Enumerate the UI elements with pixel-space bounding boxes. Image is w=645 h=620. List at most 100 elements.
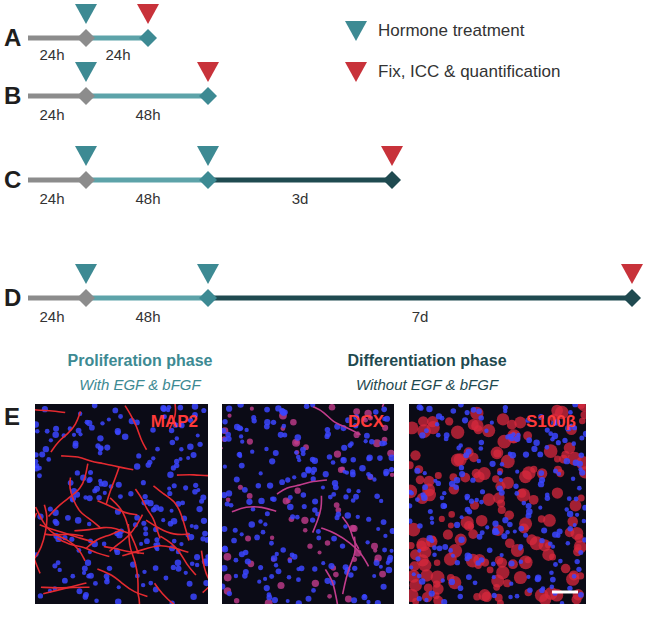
nucleus	[176, 566, 182, 572]
nucleus	[267, 592, 272, 597]
nucleus	[171, 518, 178, 525]
nucleus	[35, 421, 39, 428]
nucleus	[576, 567, 581, 572]
nucleus	[287, 504, 294, 511]
nucleus	[560, 601, 565, 604]
cell-stain	[334, 450, 341, 457]
neurite	[61, 456, 133, 470]
nucleus	[54, 520, 60, 526]
cell-stain	[416, 475, 425, 484]
cell-stain	[290, 419, 297, 426]
nucleus	[325, 427, 331, 433]
nucleus	[107, 417, 111, 421]
nucleus	[463, 452, 469, 458]
nucleus	[501, 533, 507, 539]
nucleus	[331, 536, 337, 542]
nucleus	[376, 527, 380, 531]
neurite	[135, 489, 160, 538]
nucleus	[492, 521, 498, 527]
nucleus	[186, 456, 190, 460]
nucleus	[417, 574, 422, 579]
cell-stain	[493, 584, 500, 591]
nucleus	[57, 568, 61, 572]
nucleus	[141, 480, 146, 485]
nucleus	[336, 512, 341, 517]
nucleus	[134, 463, 140, 469]
nucleus	[497, 485, 503, 491]
nucleus	[254, 535, 260, 541]
nucleus	[118, 494, 123, 499]
nucleus	[537, 451, 543, 457]
nucleus	[128, 491, 133, 496]
nucleus	[564, 458, 570, 464]
nucleus	[143, 526, 148, 531]
nucleus	[271, 420, 276, 425]
cell-stain	[224, 553, 232, 561]
timeline-segment	[208, 296, 632, 301]
nucleus	[390, 549, 394, 553]
nucleus	[304, 404, 310, 409]
timeline-segment	[86, 296, 208, 301]
nucleus	[430, 516, 434, 520]
nucleus	[87, 477, 92, 482]
nucleus	[491, 562, 496, 567]
neurite	[325, 569, 338, 604]
nucleus	[271, 497, 276, 502]
nucleus	[567, 511, 573, 517]
phase-title: Proliferation phase	[68, 352, 213, 370]
nucleus	[449, 481, 455, 487]
cell-stain	[493, 450, 501, 458]
nucleus	[460, 515, 464, 519]
nucleus	[178, 405, 184, 411]
nucleus	[312, 499, 318, 505]
nucleus	[366, 517, 371, 522]
nucleus	[377, 455, 383, 461]
nucleus	[151, 507, 156, 512]
nucleus	[539, 538, 544, 543]
nucleus	[364, 433, 370, 439]
nucleus	[359, 465, 366, 472]
cell-stain	[549, 553, 556, 560]
micrograph	[35, 404, 208, 604]
event-triangle	[75, 146, 97, 166]
nucleus	[331, 460, 336, 465]
nucleus	[239, 463, 245, 469]
micrograph	[409, 404, 586, 604]
nucleus	[184, 571, 188, 575]
nucleus	[190, 561, 195, 566]
nucleus	[93, 581, 98, 586]
nucleus	[476, 408, 482, 414]
nucleus	[470, 477, 475, 482]
nucleus	[383, 534, 387, 538]
nucleus	[263, 522, 267, 526]
nucleus	[458, 536, 464, 542]
nucleus	[415, 556, 420, 561]
cell-stain	[250, 407, 254, 411]
nucleus	[345, 471, 349, 475]
cell-stain	[443, 530, 453, 540]
cell-stain	[227, 414, 231, 418]
nucleus	[509, 560, 515, 566]
nucleus	[242, 573, 248, 579]
nucleus	[311, 471, 315, 475]
event-triangle	[75, 264, 97, 284]
nucleus	[276, 568, 282, 574]
nucleus	[272, 597, 278, 603]
nucleus	[573, 523, 577, 527]
nucleus	[301, 492, 307, 498]
phase-condition: Without EGF & bFGF	[356, 376, 498, 393]
nucleus	[112, 408, 118, 414]
nucleus	[417, 404, 423, 410]
neurite	[153, 486, 188, 541]
nucleus	[56, 560, 61, 565]
stain-label: DCX	[348, 412, 384, 432]
nucleus	[242, 487, 248, 493]
event-triangle	[621, 264, 643, 284]
nucleus	[231, 538, 237, 544]
nucleus	[575, 513, 579, 517]
cell-stain	[575, 544, 581, 550]
nucleus	[310, 457, 315, 462]
nucleus	[571, 476, 575, 480]
nucleus	[582, 505, 586, 511]
nucleus	[556, 533, 561, 538]
